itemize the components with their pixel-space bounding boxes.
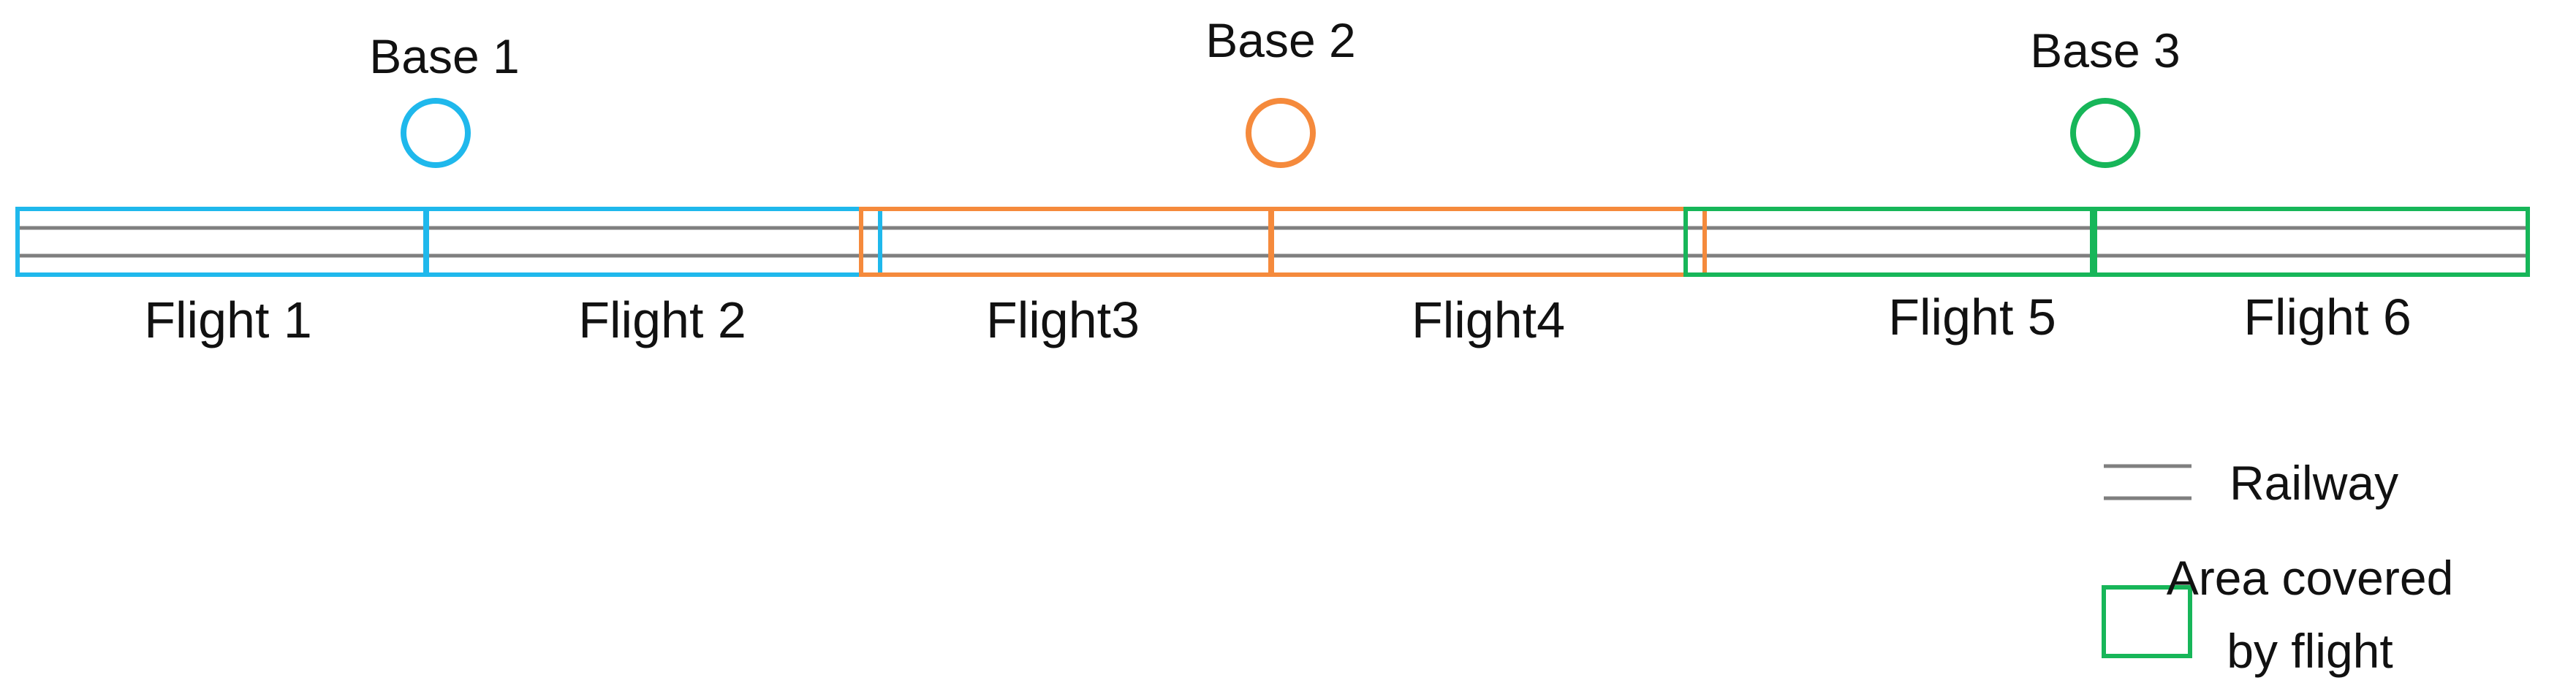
flight-1-label: Flight 1 [144, 291, 312, 348]
flight-5-area [1683, 207, 2097, 277]
flight-5-label: Flight 5 [1888, 289, 2056, 346]
legend-area-label-line1: Area covered [2167, 551, 2454, 605]
flight-6-label: Flight 6 [2243, 289, 2412, 346]
base-2-label: Base 2 [1205, 13, 1355, 67]
base-1-marker [401, 98, 471, 168]
flight-1-area [15, 207, 429, 277]
flight-6-area [2090, 207, 2530, 277]
base-1-label: Base 1 [369, 29, 519, 83]
flight-4-area [1270, 207, 1707, 277]
base-3-label: Base 3 [2030, 23, 2180, 77]
flight-2-area [423, 207, 882, 277]
base-2-marker [1246, 98, 1316, 168]
legend: Railway Area covered by flight [2102, 456, 2454, 678]
legend-railway-label: Railway [2230, 456, 2398, 510]
flight-4-label: Flight4 [1412, 291, 1565, 348]
base-3-marker [2070, 98, 2140, 168]
flight-3-label: Flight3 [986, 291, 1140, 348]
legend-railway-icon [2104, 464, 2192, 500]
legend-area-label-line2: by flight [2227, 624, 2393, 678]
flight-2-label: Flight 2 [578, 291, 746, 348]
legend-area-icon [2102, 585, 2192, 658]
flight-3-area [859, 207, 1273, 277]
